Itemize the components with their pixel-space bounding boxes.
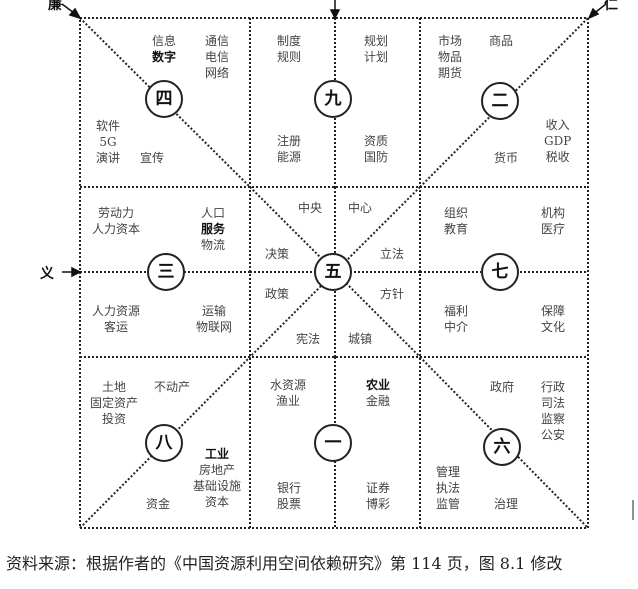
cell-nine-d: 资质 国防 <box>364 134 389 164</box>
cell-eight-a: 土地 固定资产 投资 <box>90 380 139 426</box>
cell-two-a: 市场 物品 期货 <box>438 34 463 80</box>
cell-three-b2: 物流 <box>201 238 226 252</box>
circle-six: 六 <box>483 428 521 466</box>
cell-seven-d: 保障 文化 <box>541 304 566 334</box>
cell-eight-c-bold: 工业 <box>205 447 230 461</box>
cell-one-b: 金融 <box>366 394 391 408</box>
cell-three-b-bold: 服务 <box>201 222 226 236</box>
cell-three-d: 运输 物联网 <box>196 304 233 334</box>
cell-five-d: 立法 <box>380 247 405 261</box>
cell-five-c: 决策 <box>265 247 290 261</box>
cell-four-a: 信息 <box>152 34 177 48</box>
label-ren: 仁 <box>604 0 618 13</box>
circle-one: 一 <box>314 424 352 462</box>
cell-five-g: 宪法 <box>296 332 321 346</box>
label-lian: 廉 <box>48 0 62 13</box>
cell-seven-c: 福利 中介 <box>444 304 469 334</box>
source-note: 资料来源：根据作者的《中国资源利用空间依赖研究》第 114 页，图 8.1 修改 <box>6 554 563 573</box>
cell-nine-c: 注册 能源 <box>277 134 302 164</box>
cell-five-e: 政策 <box>265 287 290 301</box>
cell-one-c: 银行 股票 <box>277 481 302 511</box>
cell-six-c: 管理 执法 监管 <box>436 465 461 511</box>
cell-five-b: 中心 <box>348 201 373 215</box>
cell-two-b: 商品 <box>489 34 514 48</box>
label-yi: 义 <box>40 266 54 282</box>
cell-eight-c: 房地产 基础设施 资本 <box>193 463 242 509</box>
cell-eight-b: 不动产 <box>154 380 191 394</box>
cell-six-a: 政府 <box>490 380 515 394</box>
circle-nine: 九 <box>314 80 352 118</box>
cell-five-h: 城镇 <box>348 332 373 346</box>
circle-two: 二 <box>481 82 519 120</box>
cell-eight-d: 资金 <box>146 497 171 511</box>
cell-nine-a: 制度 规则 <box>277 34 302 64</box>
cell-one-d: 证券 博彩 <box>366 481 391 511</box>
cell-two-d: 收入 GDP 税收 <box>544 118 572 164</box>
cell-six-b: 行政 司法 监察 公安 <box>541 380 566 442</box>
cell-five-f: 方针 <box>380 287 405 301</box>
circle-three: 三 <box>147 253 185 291</box>
cell-one-a: 水资源 渔业 <box>270 378 307 408</box>
circle-seven: 七 <box>481 253 519 291</box>
cell-three-c: 人力资源 客运 <box>92 304 141 334</box>
cell-four-d: 宣传 <box>140 151 165 165</box>
cell-one-b-bold: 农业 <box>366 378 391 392</box>
cell-four-c: 软件 5G 演讲 <box>96 119 121 165</box>
cell-four-a-bold: 数字 <box>152 50 177 64</box>
cell-five-a: 中央 <box>298 201 323 215</box>
circle-eight: 八 <box>145 424 183 462</box>
cell-six-d: 治理 <box>494 497 519 511</box>
circle-five: 五 <box>314 253 352 291</box>
cell-three-a: 劳动力 人力资本 <box>92 206 141 236</box>
cell-four-b: 通信 电信 网络 <box>205 34 230 80</box>
cell-two-c: 货币 <box>494 151 519 165</box>
circle-four: 四 <box>145 80 183 118</box>
cell-seven-b: 机构 医疗 <box>541 206 566 236</box>
cell-three-b: 人口 <box>201 206 226 220</box>
cell-nine-b: 规划 计划 <box>364 34 389 64</box>
cell-seven-a: 组织 教育 <box>444 206 469 236</box>
